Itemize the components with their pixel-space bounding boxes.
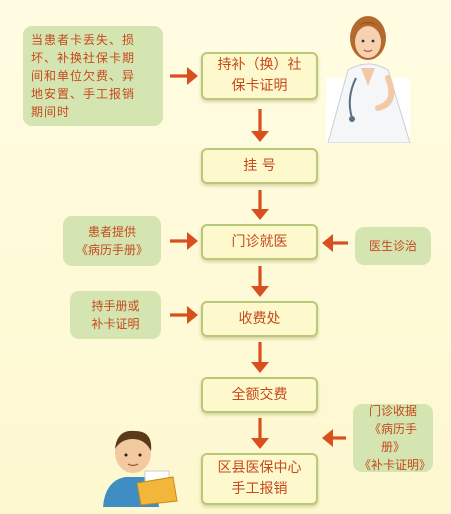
note-patient-provides: 患者提供 《病历手册》 — [63, 216, 161, 266]
step-register-label: 挂 号 — [243, 157, 276, 174]
note-card-loss-condition-text: 当患者卡丢失、损 坏、补换社保卡期 间和单位欠费、异 地安置、手工报销 期间时 — [31, 33, 136, 119]
note-hold-handbook-text: 持手册或 补卡证明 — [91, 299, 140, 331]
step-outpatient: 门诊就医 — [201, 224, 318, 260]
note-doctor-diagnosis: 医生诊治 — [355, 227, 431, 265]
arrow-cashier-to-payment — [251, 342, 269, 373]
step-full-payment: 全额交费 — [201, 377, 318, 413]
arrow-outpatient-to-cashier — [251, 266, 269, 297]
note-doctor-diagnosis-text: 医生诊治 — [368, 239, 417, 253]
step-replace-card-label: 持补（换）社 保卡证明 — [217, 57, 302, 94]
step-district-center-label: 区县医保中心 手工报销 — [217, 460, 302, 497]
arrow-handbook-to-cashier — [170, 306, 198, 324]
doctor-illustration — [326, 16, 411, 143]
step-register: 挂 号 — [201, 148, 318, 184]
step-replace-card: 持补（换）社 保卡证明 — [201, 52, 318, 100]
note-card-loss-condition: 当患者卡丢失、损 坏、补换社保卡期 间和单位欠费、异 地安置、手工报销 期间时 — [23, 26, 163, 126]
arrow-payment-to-district — [251, 418, 269, 449]
arrow-doctor-to-outpatient — [322, 234, 348, 252]
arrow-receipt-to-district — [322, 429, 346, 447]
step-outpatient-label: 门诊就医 — [231, 233, 288, 250]
note-outpatient-receipt-text: 门诊收据 《病历手册》 《补卡证明》 — [359, 404, 432, 472]
note-outpatient-receipt: 门诊收据 《病历手册》 《补卡证明》 — [353, 404, 433, 472]
arrow-condition-to-replace-card — [170, 67, 198, 85]
patient-with-folder-illustration — [103, 430, 178, 507]
arrow-replace-card-to-register — [251, 109, 269, 142]
note-patient-provides-text: 患者提供 《病历手册》 — [75, 225, 148, 257]
arrow-patient-to-outpatient — [170, 232, 198, 250]
step-cashier: 收费处 — [201, 301, 318, 337]
step-district-center: 区县医保中心 手工报销 — [201, 453, 318, 505]
arrow-register-to-outpatient — [251, 190, 269, 220]
step-cashier-label: 收费处 — [238, 310, 281, 327]
note-hold-handbook: 持手册或 补卡证明 — [70, 291, 161, 339]
step-full-payment-label: 全额交费 — [231, 386, 288, 403]
